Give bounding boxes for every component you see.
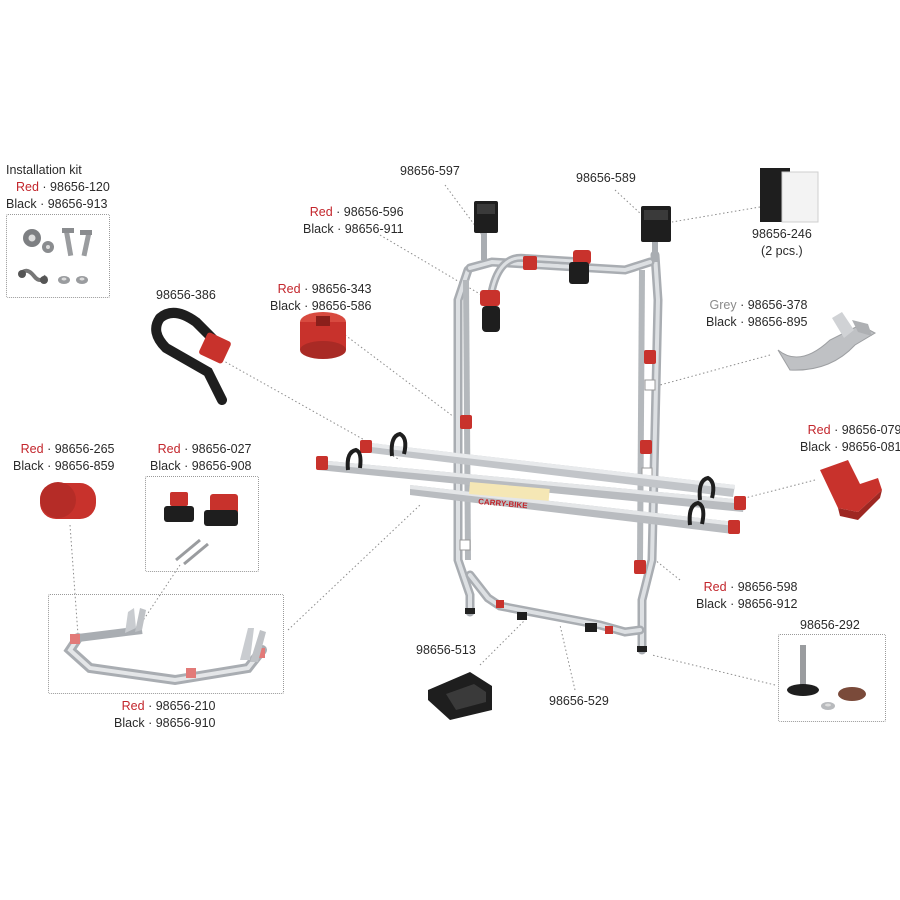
kit-red-word: Red [16, 180, 39, 194]
p265-black-word: Black [13, 459, 44, 473]
p210-red-word: Red [121, 699, 145, 713]
p027-red-code: · 98656-027 [184, 442, 252, 456]
p378-black-word: Black [706, 315, 737, 329]
p210-black-word: Black [114, 716, 145, 730]
label-292: 98656-292 [800, 618, 860, 632]
p246-code: 98656-246 [752, 227, 812, 241]
label-529: 98656-529 [549, 694, 609, 708]
label-343: Red · 98656-343 Black · 98656-586 [270, 281, 371, 315]
p343-red-code: · 98656-343 [304, 282, 372, 296]
label-598: Red · 98656-598 Black · 98656-912 [696, 579, 797, 613]
kit-title: Installation kit [6, 163, 82, 177]
label-513: 98656-513 [416, 643, 476, 657]
parts-027 [164, 492, 238, 566]
p265-red-word: Red [20, 442, 44, 456]
p596-red-code: · 98656-596 [336, 205, 404, 219]
rack-brand-text: CARRY-BIKE [478, 497, 529, 510]
p378-grey-word: Grey [709, 298, 737, 312]
p596-red-word: Red [309, 205, 333, 219]
p027-red-word: Red [157, 442, 181, 456]
p598-black-word: Black [696, 597, 727, 611]
label-079: Red · 98656-079 Black · 98656-081 [800, 422, 900, 456]
foot-292 [787, 645, 866, 710]
p210-red-code: · 98656-210 [148, 699, 216, 713]
p378-grey-code: · 98656-378 [740, 298, 808, 312]
label-027: Red · 98656-027 Black · 98656-908 [150, 441, 251, 475]
p027-black-code: · 98656-908 [184, 459, 252, 473]
p378-black-code: · 98656-895 [740, 315, 808, 329]
p598-black-code: · 98656-912 [730, 597, 798, 611]
label-386: 98656-386 [156, 288, 216, 302]
p598-red-code: · 98656-598 [730, 580, 798, 594]
installation-kit-box [6, 214, 110, 298]
p596-black-code: · 98656-911 [337, 222, 404, 236]
wheel-holder-210-box [48, 594, 284, 694]
p210-black-code: · 98656-910 [148, 716, 216, 730]
installation-kit-icons [18, 228, 92, 284]
p343-black-word: Black [270, 299, 301, 313]
p343-red-word: Red [277, 282, 301, 296]
rack-frame: CARRY-BIKE [316, 201, 746, 655]
label-597: 98656-597 [400, 164, 460, 178]
p079-red-code: · 98656-079 [834, 423, 900, 437]
pads-246 [760, 168, 819, 223]
holder-378 [777, 312, 877, 371]
label-246: 98656-246 (2 pcs.) [752, 226, 812, 260]
label-210: Red · 98656-210 Black · 98656-910 [114, 698, 215, 732]
wheel-holder-210 [63, 608, 267, 686]
cap-265 [40, 482, 96, 519]
block-343 [300, 312, 346, 359]
p246-note: (2 pcs.) [761, 244, 803, 258]
label-378: Grey · 98656-378 Black · 98656-895 [706, 297, 807, 331]
p079-black-word: Black [800, 440, 831, 454]
bracket-513 [428, 672, 492, 720]
p343-black-code: · 98656-586 [304, 299, 372, 313]
p598-red-word: Red [703, 580, 727, 594]
p596-black-word: Black [303, 222, 334, 236]
strap-386 [151, 307, 231, 405]
label-596: Red · 98656-596 Black · 98656-911 [303, 204, 404, 238]
p079-red-word: Red [807, 423, 831, 437]
p079-black-code: · 98656-081 [834, 440, 900, 454]
p265-red-code: · 98656-265 [47, 442, 115, 456]
kit-red-code: · 98656-120 [42, 180, 110, 194]
kit-black-code: · 98656-913 [40, 197, 108, 211]
parts-027-box [145, 476, 259, 572]
p265-black-code: · 98656-859 [47, 459, 115, 473]
label-589: 98656-589 [576, 171, 636, 185]
label-265: Red · 98656-265 Black · 98656-859 [13, 441, 114, 475]
foot-292-box [778, 634, 886, 722]
p027-black-word: Black [150, 459, 181, 473]
label-installation-kit: Installation kit Red · 98656-120 Black ·… [6, 162, 110, 213]
holder-079 [820, 460, 882, 520]
kit-black-word: Black [6, 197, 37, 211]
